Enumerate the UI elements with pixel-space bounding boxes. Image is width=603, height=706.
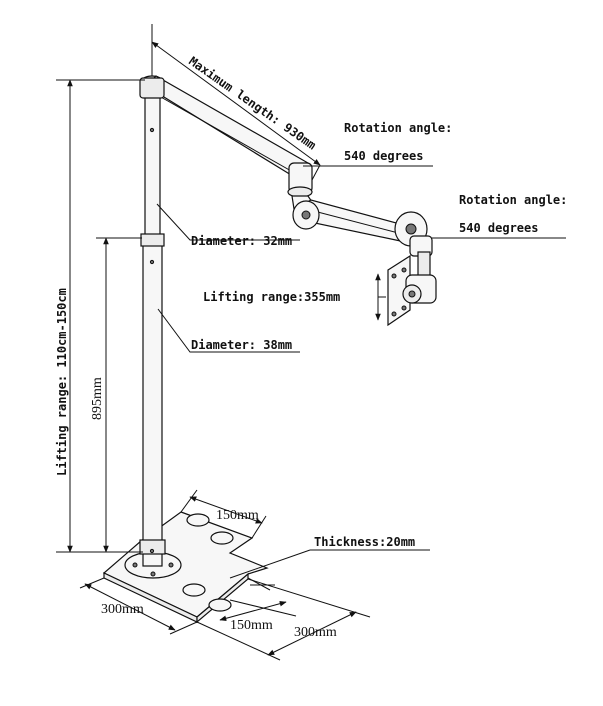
rotation1-title: Rotation angle: — [344, 121, 452, 135]
max-length-dim — [151, 41, 321, 166]
base-right-label: 300mm — [294, 625, 337, 640]
lower-tube — [142, 237, 163, 567]
tube-collar — [140, 233, 165, 247]
pole-height-label: 895mm — [90, 377, 105, 420]
pole — [139, 75, 166, 567]
diameter-upper-label: Diameter: 32mm — [191, 234, 292, 248]
rotation2-title: Rotation angle: — [459, 193, 567, 207]
diameter-lower-label: Diameter: 38mm — [191, 338, 292, 352]
diameter-upper-leader — [156, 203, 300, 241]
base-hole-3 — [182, 583, 206, 597]
base-hole-1 — [186, 513, 210, 527]
rotation1-value: 540 degrees — [344, 149, 423, 163]
base-hole-4 — [208, 598, 232, 612]
elbow-joint-2 — [409, 235, 433, 281]
vesa-mount — [387, 254, 437, 327]
rotation2-value: 540 degrees — [459, 221, 538, 235]
base-left-dim — [84, 583, 176, 631]
thickness-label: Thickness:20mm — [314, 535, 415, 549]
base-top-width-label: 150mm — [216, 508, 259, 523]
base-left-label: 300mm — [101, 602, 144, 617]
base-hole-2 — [210, 531, 234, 545]
pole-foot — [139, 539, 166, 555]
upper-tube — [144, 81, 161, 243]
base-bottom-width-dim — [219, 600, 287, 622]
diameter-lower-leader — [157, 308, 300, 353]
short-arm — [292, 199, 428, 247]
base-bottom-width-label: 150mm — [230, 618, 273, 633]
base-right-dim — [267, 611, 357, 656]
lifting-pole-label: Lifting range: 110cm-150cm — [55, 288, 69, 476]
base-top-width-dim — [189, 496, 263, 524]
lifting-arm-label: Lifting range:355mm — [203, 290, 340, 304]
